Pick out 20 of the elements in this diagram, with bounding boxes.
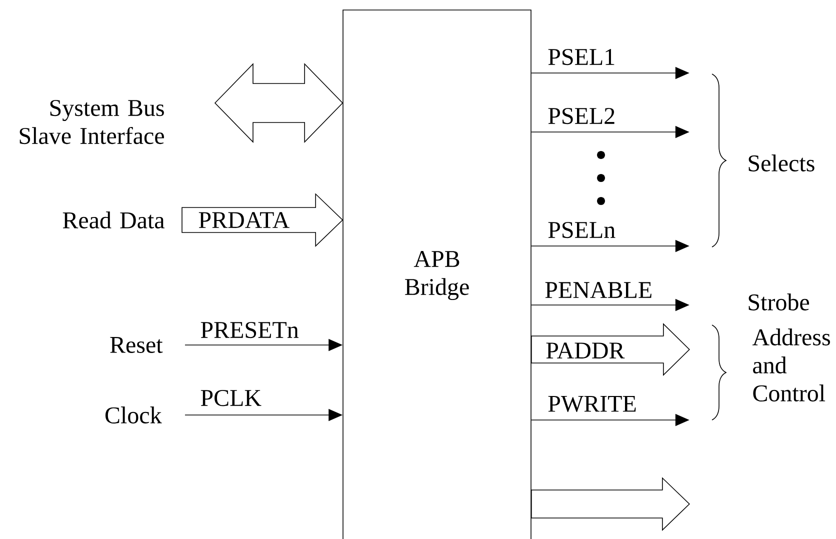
signal-group-label: Clock [105,406,162,424]
signal-name: PRESETn [200,322,299,338]
signal-name: PWRITE [548,396,636,412]
group-label: Selects [748,154,814,172]
signal-name: PSEL2 [548,108,614,124]
bus-arrow [531,477,690,531]
signal-name: PENABLE [545,282,652,298]
signal-group-label: Reset [110,337,163,353]
group-label: Address and Control [752,328,830,402]
signal-name: PSELn [548,222,616,238]
bus-arrow [531,323,690,376]
group-label: Strobe [748,294,810,310]
signal-name: PCLK [200,390,262,406]
signal-name: PRDATA [198,212,290,228]
signal-group-label: System Bus Slave Interface [20,100,164,144]
bus-arrow [182,193,344,247]
signal-name: PSEL1 [548,48,614,66]
signal-group-label: Read Data [62,212,164,228]
signal-name: PADDR [546,342,625,358]
bridge-box: APB Bridge [342,10,532,539]
